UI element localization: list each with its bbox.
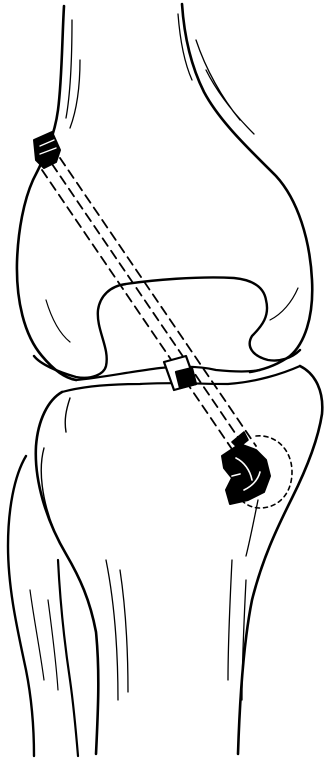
tibia-plateau [36,392,99,754]
tibial-fixation-body [222,444,270,504]
tunnel-line-2 [52,164,248,452]
femur-condyle-shading [46,288,298,342]
femur-shading [66,14,254,134]
tibial-fixation [222,432,292,508]
tunnel-line-3 [60,158,256,446]
femoral-screw-body [34,132,60,168]
tibia-right-edge [238,366,322,754]
drill-tunnel [42,158,256,458]
femur [17,4,312,380]
fibula-right-edge [58,560,78,756]
femur-shaft-left-edge [17,6,76,380]
tunnel-line-1 [42,170,238,458]
fibula-shading [30,590,58,690]
tibia-shading [106,500,258,700]
joint-implant [164,356,196,390]
fibula-left-edge [8,456,34,756]
joint-implant-fill [176,368,196,388]
femur-shaft-right-edge [182,4,312,372]
femoral-screw [34,132,60,168]
tibia [36,366,323,754]
